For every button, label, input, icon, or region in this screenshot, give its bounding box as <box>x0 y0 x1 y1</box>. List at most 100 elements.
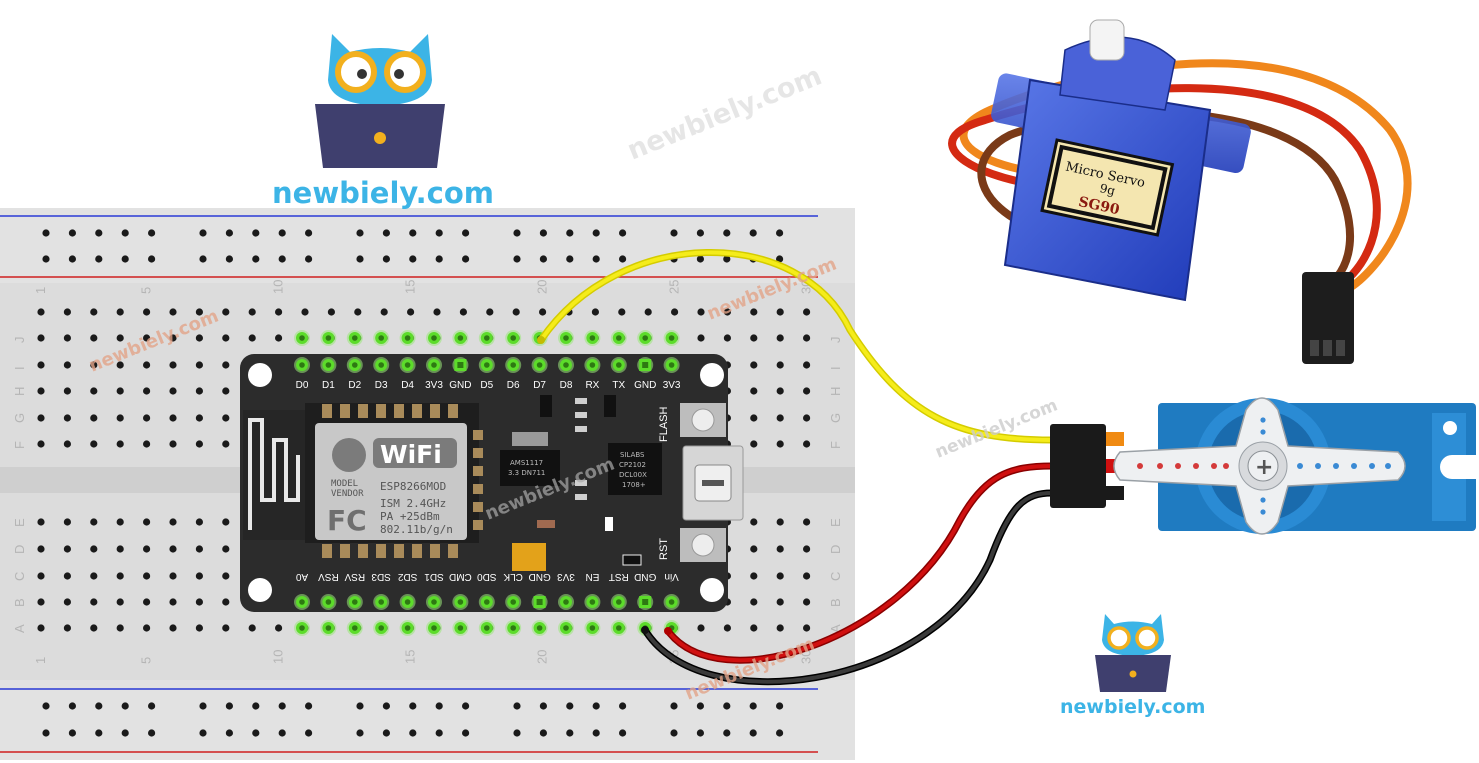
terminal-hole <box>143 334 151 342</box>
horn-hole <box>1351 463 1357 469</box>
pin-label-top: 3V3 <box>663 380 681 391</box>
terminal-hole <box>776 518 784 526</box>
rail-hole <box>42 729 50 737</box>
terminal-hole <box>697 334 705 342</box>
photo-label-line2: 9g <box>1099 181 1117 198</box>
pin-label-top: GND <box>449 380 471 391</box>
terminal-hole <box>37 598 45 606</box>
horn-hole <box>1333 463 1339 469</box>
pin-label-bottom: 3V3 <box>557 571 575 582</box>
pin-label-top: D3 <box>375 380 388 391</box>
terminal-hole <box>750 518 758 526</box>
terminal-hole <box>116 361 124 369</box>
module-pad <box>473 520 483 530</box>
rail-hole <box>776 229 784 237</box>
row-letter: A <box>828 624 843 633</box>
rail-hole <box>148 255 156 263</box>
terminal-hole <box>90 545 98 553</box>
sg90-servo-photo: Micro Servo 9g SG90 <box>948 19 1412 364</box>
terminal-hole <box>90 308 98 316</box>
rail-hole <box>435 702 443 710</box>
rail-hole <box>723 255 731 263</box>
pin-hole <box>589 362 596 368</box>
servo-diagram: + <box>1050 397 1476 535</box>
rail-hole <box>462 255 470 263</box>
terminal-hole <box>750 334 758 342</box>
pin-hole <box>457 599 464 605</box>
terminal-hole <box>776 308 784 316</box>
pin-hole <box>431 599 437 605</box>
pin-hole <box>616 599 622 605</box>
pin-label-bottom: RST <box>609 571 629 582</box>
pin-label-top: D5 <box>480 380 493 391</box>
terminal-hole <box>116 387 124 395</box>
module-model-line: MODEL <box>331 479 358 489</box>
pin-hole <box>352 599 358 605</box>
rst-button[interactable] <box>691 533 715 557</box>
mount-hole <box>700 363 724 387</box>
terminal-hole <box>354 308 362 316</box>
pin-hole <box>616 335 622 341</box>
rail-hole <box>566 702 574 710</box>
rail-hole <box>121 229 129 237</box>
terminal-hole <box>143 598 151 606</box>
usb-uart-chip <box>608 443 662 495</box>
module-pad <box>340 404 350 418</box>
pin-hole <box>299 362 305 368</box>
terminal-hole <box>222 624 230 632</box>
terminal-hole <box>803 361 811 369</box>
terminal-hole <box>143 572 151 580</box>
module-pad <box>358 404 368 418</box>
terminal-hole <box>803 518 811 526</box>
column-number: 15 <box>403 280 418 294</box>
flash-button[interactable] <box>691 408 715 432</box>
horn-holes <box>1137 417 1391 515</box>
rail-hole <box>513 729 521 737</box>
terminal-hole <box>37 334 45 342</box>
rail-hole <box>252 229 260 237</box>
rail-hole <box>592 729 600 737</box>
regulator-tab <box>512 432 548 446</box>
rail-hole <box>95 255 103 263</box>
rail-hole <box>225 729 233 737</box>
pin-label-bottom: RSV <box>344 571 365 582</box>
horn-hole <box>1297 463 1303 469</box>
pin-hole <box>589 335 596 341</box>
row-letter: D <box>828 545 843 554</box>
pin-hole <box>404 362 411 368</box>
terminal-hole <box>116 334 124 342</box>
terminal-hole <box>618 308 626 316</box>
column-number: 20 <box>535 280 550 294</box>
pin-hole <box>484 599 490 605</box>
rail-hole <box>462 702 470 710</box>
rail-hole <box>278 702 286 710</box>
terminal-hole <box>222 545 230 553</box>
terminal-hole <box>750 624 758 632</box>
terminal-hole <box>90 361 98 369</box>
rail-hole <box>670 729 678 737</box>
module-pad <box>322 544 332 558</box>
mount-hole <box>248 578 272 602</box>
terminal-hole <box>275 334 283 342</box>
rail-hole <box>252 702 260 710</box>
power-wire-red <box>666 464 1054 663</box>
terminal-hole <box>697 624 705 632</box>
row-letter: A <box>12 624 27 633</box>
pin-hole <box>616 362 622 368</box>
rail-hole <box>566 229 574 237</box>
row-letter: F <box>12 441 27 449</box>
module-pad <box>448 404 458 418</box>
wifi-label: WiFi <box>380 440 442 469</box>
rail-hole <box>776 255 784 263</box>
module-pad <box>473 484 483 494</box>
rail-hole <box>278 729 286 737</box>
rail-hole <box>382 729 390 737</box>
signal-wire-yellow <box>539 250 1054 442</box>
terminal-hole <box>37 361 45 369</box>
column-number: 5 <box>139 287 154 294</box>
horn-hole <box>1260 417 1266 423</box>
pin-hole <box>484 362 490 368</box>
rail-hole <box>68 255 76 263</box>
column-number: 30 <box>799 650 814 664</box>
